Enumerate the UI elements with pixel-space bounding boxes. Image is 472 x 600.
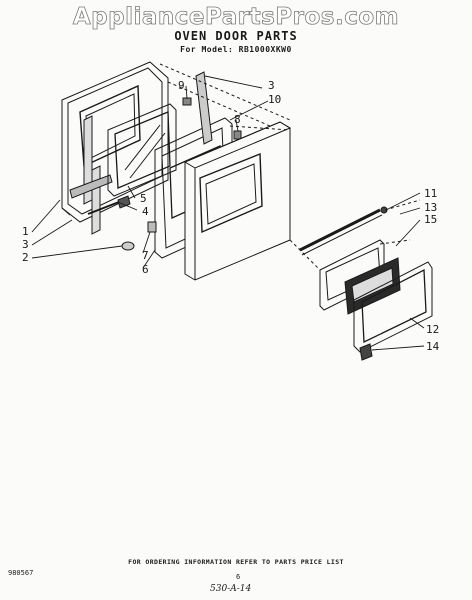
leader-lines (31, 75, 425, 351)
outer-door-panel (183, 121, 292, 281)
callout-3-left: 3 (22, 238, 29, 251)
diagram-title: OVEN DOOR PARTS (174, 29, 298, 43)
window-frame-assembly (319, 239, 433, 353)
callout-14: 14 (426, 340, 440, 353)
stud-screw (87, 195, 131, 215)
callout-4: 4 (142, 205, 149, 218)
callout-10: 10 (268, 93, 282, 106)
inner-glass (107, 103, 177, 197)
callout-13: 13 (424, 201, 438, 214)
hinge-left (69, 115, 113, 235)
page-number: 6 (236, 573, 241, 581)
callout-15: 15 (424, 213, 438, 226)
hinge-bar-right (195, 71, 213, 145)
watermark: AppliancePartsPros.com (72, 4, 400, 31)
callout-6: 6 (142, 263, 149, 276)
callout-7: 7 (142, 249, 149, 262)
callout-9: 9 (178, 79, 185, 92)
callout-12: 12 (426, 323, 440, 336)
callout-2: 2 (22, 251, 29, 264)
callout-11: 11 (424, 187, 438, 200)
door-handle (299, 206, 388, 256)
document-number: 980567 (8, 569, 34, 577)
callout-5: 5 (140, 192, 147, 205)
ordering-footer: FOR ORDERING INFORMATION REFER TO PARTS … (128, 558, 344, 566)
callout-8: 8 (234, 113, 241, 126)
callout-1: 1 (22, 225, 29, 238)
handwritten-code: 530-A-14 (210, 584, 252, 594)
assembly-lines (159, 63, 421, 271)
callout-3: 3 (268, 79, 275, 92)
clip-part (121, 241, 135, 251)
model-subtitle: For Model: RB1000XKW0 (180, 45, 292, 54)
small-bracket (359, 343, 373, 361)
